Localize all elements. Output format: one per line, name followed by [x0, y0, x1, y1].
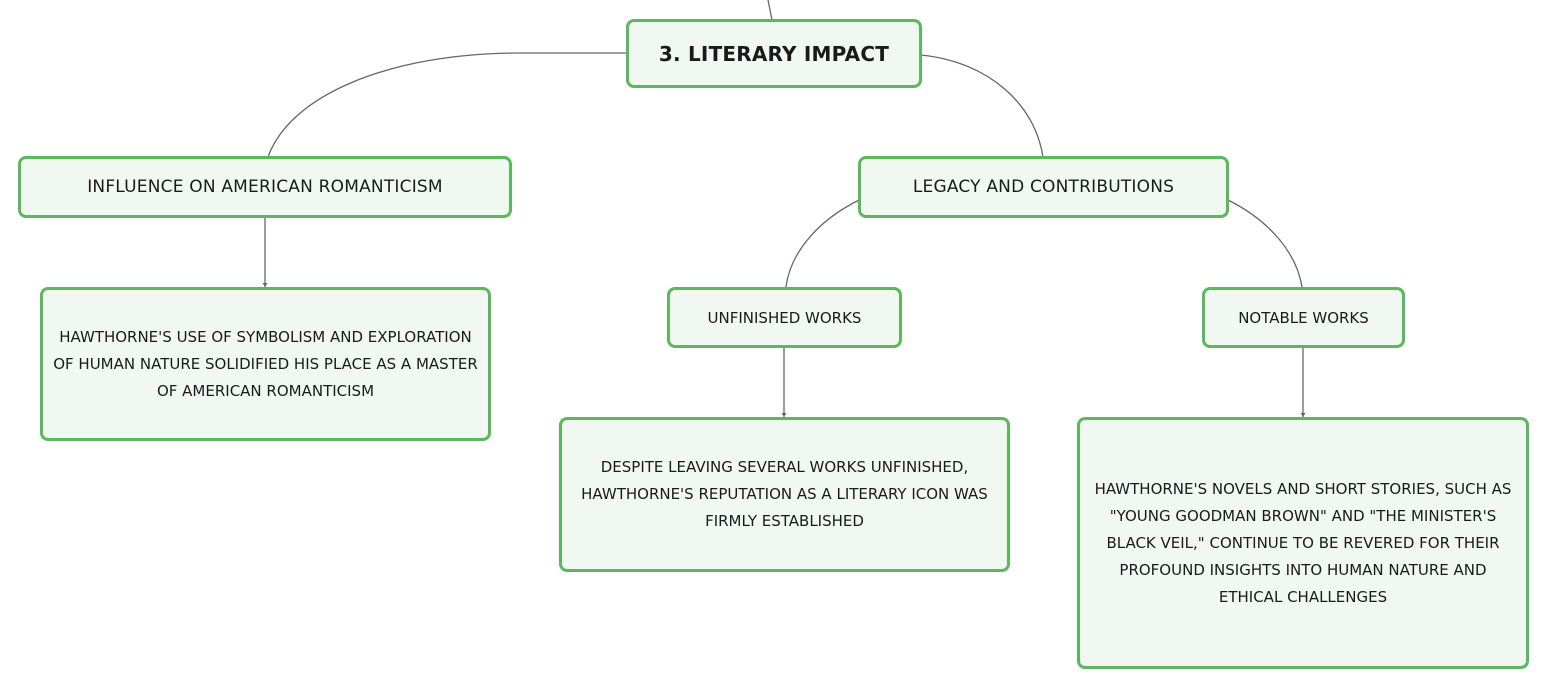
- influence-detail-node[interactable]: HAWTHORNE'S USE OF SYMBOLISM AND EXPLORA…: [40, 287, 491, 441]
- influence-node-label: INFLUENCE ON AMERICAN ROMANTICISM: [87, 177, 443, 197]
- connector-root-to-influence: [267, 52, 627, 158]
- connector-legacy-to-notable: [1227, 199, 1303, 288]
- connector-parent-to-root: [767, 0, 773, 21]
- notable-works-label: NOTABLE WORKS: [1238, 308, 1369, 327]
- root-node[interactable]: 3. LITERARY IMPACT: [626, 19, 922, 88]
- notable-works-detail-text: HAWTHORNE'S NOVELS AND SHORT STORIES, SU…: [1094, 479, 1512, 606]
- unfinished-works-node[interactable]: UNFINISHED WORKS: [667, 287, 902, 348]
- root-node-label: 3. LITERARY IMPACT: [658, 41, 890, 66]
- influence-detail-text: HAWTHORNE'S USE OF SYMBOLISM AND EXPLORA…: [53, 327, 478, 400]
- unfinished-works-label: UNFINISHED WORKS: [707, 308, 862, 327]
- unfinished-works-detail-text: DESPITE LEAVING SEVERAL WORKS UNFINISHED…: [581, 458, 988, 530]
- unfinished-works-detail-node[interactable]: DESPITE LEAVING SEVERAL WORKS UNFINISHED…: [559, 417, 1010, 572]
- connector-root-to-legacy: [920, 54, 1044, 158]
- notable-works-node[interactable]: NOTABLE WORKS: [1202, 287, 1405, 348]
- legacy-node[interactable]: LEGACY AND CONTRIBUTIONS: [858, 156, 1229, 218]
- legacy-node-label: LEGACY AND CONTRIBUTIONS: [912, 177, 1175, 197]
- notable-works-detail-node[interactable]: HAWTHORNE'S NOVELS AND SHORT STORIES, SU…: [1077, 417, 1529, 669]
- influence-node[interactable]: INFLUENCE ON AMERICAN ROMANTICISM: [18, 156, 512, 218]
- connector-legacy-to-unfinished: [785, 199, 860, 288]
